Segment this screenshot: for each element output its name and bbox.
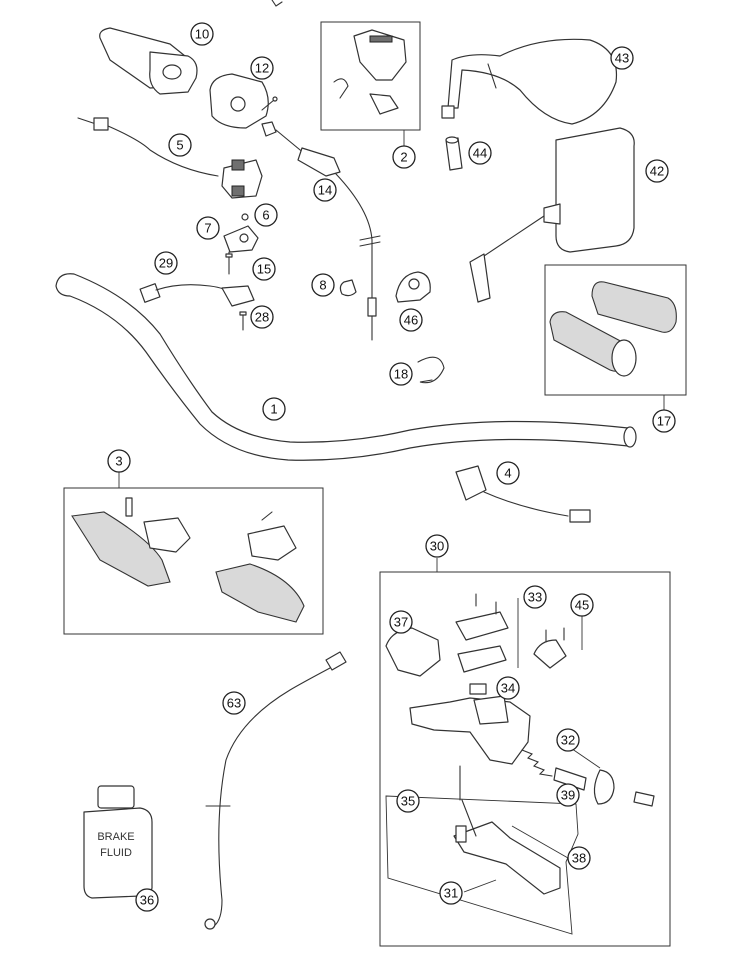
grips — [549, 281, 677, 377]
callout-34: 34 — [496, 676, 520, 700]
callout-15: 15 — [252, 257, 276, 281]
svg-text:6: 6 — [262, 208, 269, 223]
throttle-grip — [99, 27, 198, 95]
master-cylinder-frame — [379, 571, 671, 947]
svg-text:30: 30 — [430, 539, 444, 554]
svg-text:37: 37 — [394, 615, 408, 630]
svg-text:7: 7 — [204, 221, 211, 236]
clamp-half — [395, 271, 431, 303]
svg-text:1: 1 — [270, 402, 277, 417]
hotstart-lever — [333, 29, 407, 115]
svg-text:3: 3 — [115, 454, 122, 469]
callout-32: 32 — [556, 728, 580, 752]
svg-text:28: 28 — [255, 310, 269, 325]
callout-46: 46 — [399, 308, 423, 332]
svg-text:43: 43 — [615, 51, 629, 66]
svg-text:33: 33 — [528, 590, 542, 605]
callout-36: 36 — [135, 888, 159, 912]
leader-31 — [463, 879, 497, 893]
svg-text:15: 15 — [257, 262, 271, 277]
callout-2: 2 — [392, 145, 416, 169]
callout-31: 31 — [439, 881, 463, 905]
svg-text:12: 12 — [255, 61, 269, 76]
callout-39: 39 — [556, 783, 580, 807]
callout-38: 38 — [567, 846, 591, 870]
callout-7: 7 — [196, 216, 220, 240]
callout-30: 30 — [425, 534, 449, 558]
callout-4: 4 — [496, 461, 520, 485]
callout-63: 63 — [222, 691, 246, 715]
handguard-frame — [63, 487, 324, 635]
callout-28: 28 — [250, 305, 274, 329]
cable-tie — [417, 356, 445, 384]
handguard-left — [71, 497, 191, 587]
svg-text:2: 2 — [400, 150, 407, 165]
callout-1: 1 — [262, 397, 286, 421]
svg-text:63: 63 — [227, 696, 241, 711]
callout-12: 12 — [250, 56, 274, 80]
callout-37: 37 — [389, 610, 413, 634]
callout-8: 8 — [311, 273, 335, 297]
svg-text:14: 14 — [318, 183, 332, 198]
mirror-adapter — [445, 136, 463, 171]
left-lower-switch — [139, 283, 255, 331]
right-switch — [455, 465, 591, 523]
svg-text:5: 5 — [176, 138, 183, 153]
callout-44: 44 — [468, 141, 492, 165]
svg-text:36: 36 — [140, 893, 154, 908]
svg-text:31: 31 — [444, 886, 458, 901]
svg-text:45: 45 — [575, 598, 589, 613]
svg-text:42: 42 — [650, 164, 664, 179]
cable-nipple — [339, 279, 357, 297]
callout-14: 14 — [313, 178, 337, 202]
handlebar — [55, 273, 637, 461]
svg-text:46: 46 — [404, 313, 418, 328]
callout-18: 18 — [389, 362, 413, 386]
svg-text:44: 44 — [473, 146, 487, 161]
callout-5: 5 — [168, 133, 192, 157]
callout-6: 6 — [254, 203, 278, 227]
svg-text:10: 10 — [195, 27, 209, 42]
callout-29: 29 — [154, 251, 178, 275]
callout-33: 33 — [523, 585, 547, 609]
callout-43: 43 — [610, 46, 634, 70]
svg-text:8: 8 — [319, 278, 326, 293]
callout-45: 45 — [570, 593, 594, 617]
master-cylinder — [385, 593, 655, 935]
grips-frame — [544, 264, 687, 396]
leader-38 — [511, 825, 569, 859]
svg-text:34: 34 — [501, 681, 515, 696]
brake-line — [204, 651, 347, 930]
bottle-label-line2: FLUID — [100, 847, 132, 859]
left-switch — [77, 117, 263, 199]
callout-3: 3 — [107, 449, 131, 473]
callout-17: 17 — [652, 409, 676, 433]
svg-text:39: 39 — [561, 788, 575, 803]
callout-35: 35 — [396, 789, 420, 813]
svg-text:4: 4 — [504, 466, 511, 481]
svg-text:18: 18 — [394, 367, 408, 382]
throttle-cable — [261, 121, 381, 341]
svg-text:32: 32 — [561, 733, 575, 748]
callout-10: 10 — [190, 22, 214, 46]
svg-text:29: 29 — [159, 256, 173, 271]
svg-text:35: 35 — [401, 794, 415, 809]
svg-text:17: 17 — [657, 414, 671, 429]
handguard-right — [215, 511, 305, 623]
throttle-housing-cover — [209, 73, 278, 129]
header-remnant — [271, 0, 283, 7]
mirror-upper — [441, 38, 618, 125]
bottle-label-line1: BRAKE — [97, 831, 134, 843]
switch-clamp — [223, 213, 259, 275]
callout-42: 42 — [645, 159, 669, 183]
svg-text:38: 38 — [572, 851, 586, 866]
hotstart-frame — [320, 21, 421, 131]
mirror-lower — [469, 127, 635, 303]
